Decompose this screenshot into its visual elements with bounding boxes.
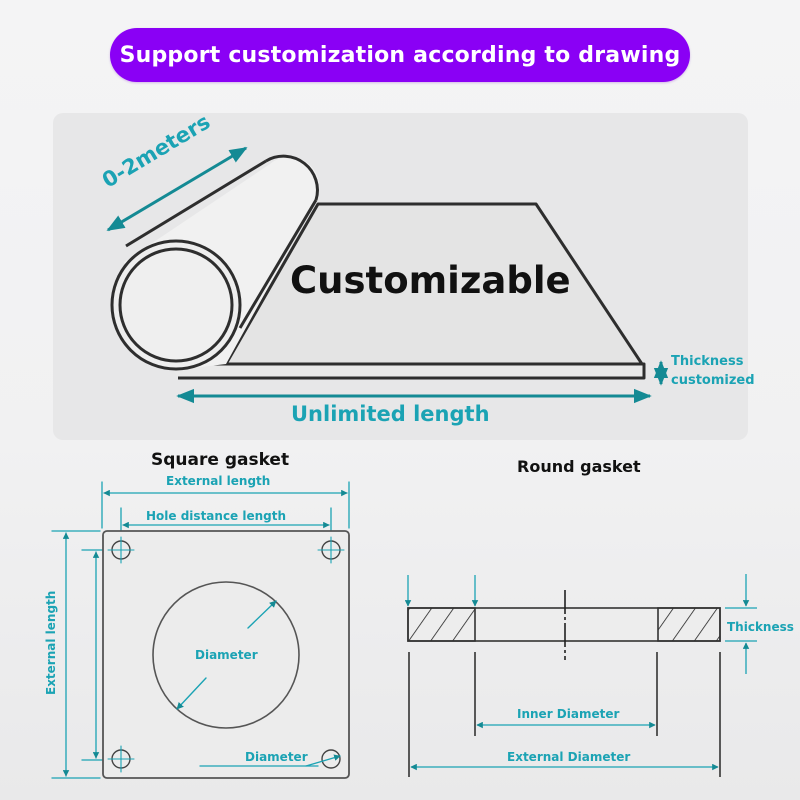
thickness-customized-label-line1: Thickness [671, 354, 744, 369]
square-external-length-side-label: External length [44, 590, 58, 695]
corner-hole-diameter-label: Diameter [245, 750, 308, 764]
inner-diameter-label: Inner Diameter [517, 707, 620, 721]
square-gasket-title: Square gasket [151, 450, 290, 470]
square-gasket-drawing [51, 481, 350, 779]
square-external-length-top-label: External length [166, 474, 271, 488]
hole-distance-length-label: Hole distance length [146, 509, 287, 523]
round-gasket-drawing [404, 574, 757, 777]
title-banner: Support customization according to drawi… [110, 28, 690, 82]
unlimited-length-label: Unlimited length [291, 402, 490, 426]
thickness-customized-label-line2: customized [671, 373, 755, 388]
customizable-label: Customizable [290, 259, 571, 302]
material-roll-illustration [106, 146, 669, 404]
round-thickness-label: Thickness [727, 620, 794, 634]
round-gasket-title: Round gasket [517, 457, 641, 476]
center-hole-diameter-label: Diameter [195, 648, 258, 662]
external-diameter-label: External Diameter [507, 750, 631, 764]
